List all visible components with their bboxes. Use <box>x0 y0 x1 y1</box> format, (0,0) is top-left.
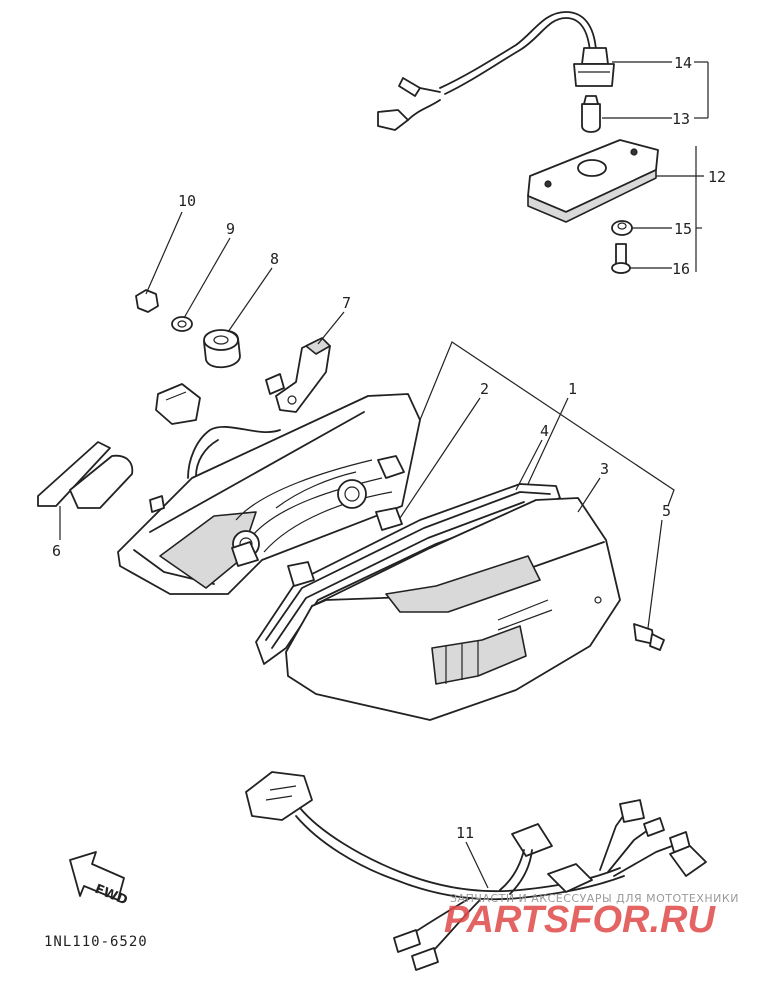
part-11-wiring-harness <box>245 771 707 971</box>
taillight-housing <box>117 383 421 595</box>
forward-direction-arrow: FWD <box>69 851 130 909</box>
callout-14: 14 <box>674 54 692 72</box>
callout-6: 6 <box>52 542 61 560</box>
callout-7: 7 <box>342 294 351 312</box>
lens-assembly <box>255 483 621 721</box>
callout-9: 9 <box>226 220 235 238</box>
part-16-screw <box>611 243 631 274</box>
callout-1: 1 <box>568 380 577 398</box>
part-14-socket-wire <box>377 11 615 131</box>
callout-10: 10 <box>178 192 196 210</box>
callout-5: 5 <box>662 502 671 520</box>
part-15-nut <box>611 220 633 236</box>
callout-11: 11 <box>456 824 474 842</box>
watermark-tagline: ЗАПЧАСТИ И АКСЕССУАРЫ ДЛЯ МОТОТЕХНИКИ <box>450 892 739 905</box>
leader-lines <box>59 61 709 889</box>
part-6-clip <box>37 441 134 509</box>
part-9-washer <box>171 316 193 332</box>
part-10-nut <box>135 289 159 313</box>
callout-4: 4 <box>540 422 549 440</box>
part-5-screw <box>633 623 665 651</box>
part-7-bracket <box>265 337 331 413</box>
callout-2: 2 <box>480 380 489 398</box>
part-12-lamp-housing <box>527 139 659 223</box>
callout-12: 12 <box>708 168 726 186</box>
callout-3: 3 <box>600 460 609 478</box>
callout-13: 13 <box>672 110 690 128</box>
watermark: ЗАПЧАСТИ И АКСЕССУАРЫ ДЛЯ МОТОТЕХНИКИ PA… <box>444 892 739 941</box>
watermark-logo: PARTSFOR.RU <box>444 899 716 941</box>
callout-labels: 1 2 3 4 5 6 7 8 9 10 11 12 13 14 15 16 <box>52 54 726 842</box>
diagram-code: 1NL110-6520 <box>44 934 148 950</box>
callout-16: 16 <box>672 260 690 278</box>
callout-15: 15 <box>674 220 692 238</box>
part-13-bulb <box>581 95 601 133</box>
part-8-grommet <box>203 329 241 369</box>
callout-8: 8 <box>270 250 279 268</box>
